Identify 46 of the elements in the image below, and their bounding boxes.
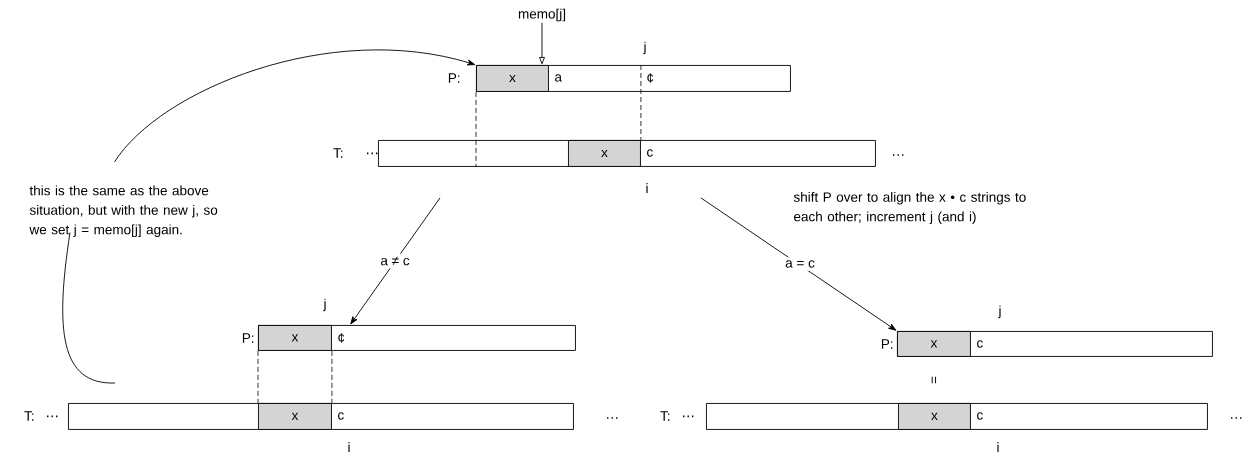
index-label: i [997, 442, 999, 452]
character-cell: c [647, 149, 653, 157]
row-label: T: [660, 411, 670, 421]
character-cell: c [977, 412, 983, 420]
character-cell: c [338, 412, 344, 420]
arrow [350, 197, 441, 325]
matched-cell: x [568, 140, 641, 167]
connector-line [475, 91, 477, 168]
connector-line [331, 350, 333, 404]
ellipsis: … [607, 417, 618, 419]
matched-cell: x [258, 403, 332, 430]
equals-sign: = [931, 376, 937, 384]
matched-cell: x [897, 331, 971, 357]
index-label: j [998, 305, 1001, 319]
connector-line [62, 232, 116, 384]
note-text: this is the same as the above situation, but with the new j, so we set j = memo[j] again. [29, 185, 218, 238]
index-label: i [348, 442, 350, 452]
ellipsis: ⋯ [367, 152, 378, 155]
pointer-label: memo[j] [518, 8, 566, 22]
index-label: j [323, 298, 326, 312]
edge-label: a ≠ c [377, 253, 413, 269]
index-label: j [643, 41, 646, 55]
character-cell: a [555, 74, 562, 82]
ellipsis: ⋯ [683, 415, 694, 418]
arrow [700, 197, 897, 331]
row-label: P: [242, 333, 254, 343]
row-label: T: [333, 148, 343, 158]
row-label: P: [448, 73, 460, 83]
row-label: P: [881, 339, 893, 349]
note-text: shift P over to align the x • c strings to each other; increment j (and i) [793, 191, 1026, 225]
index-label: i [646, 183, 648, 193]
character-cell: c [977, 340, 983, 348]
ellipsis: … [1231, 417, 1242, 419]
ellipsis: … [893, 154, 904, 156]
arrow [114, 49, 476, 163]
matched-cell: x [476, 65, 549, 92]
connector-line [257, 350, 259, 404]
matched-cell: x [258, 325, 332, 351]
edge-label: a = c [782, 257, 818, 271]
character-cell: ¢ [338, 333, 345, 343]
row-label: T: [24, 411, 34, 421]
connector-line [640, 64, 642, 141]
matched-cell: x [898, 403, 971, 430]
character-cell: ¢ [647, 73, 654, 83]
ellipsis: ⋯ [47, 415, 58, 418]
arrow [539, 22, 545, 65]
